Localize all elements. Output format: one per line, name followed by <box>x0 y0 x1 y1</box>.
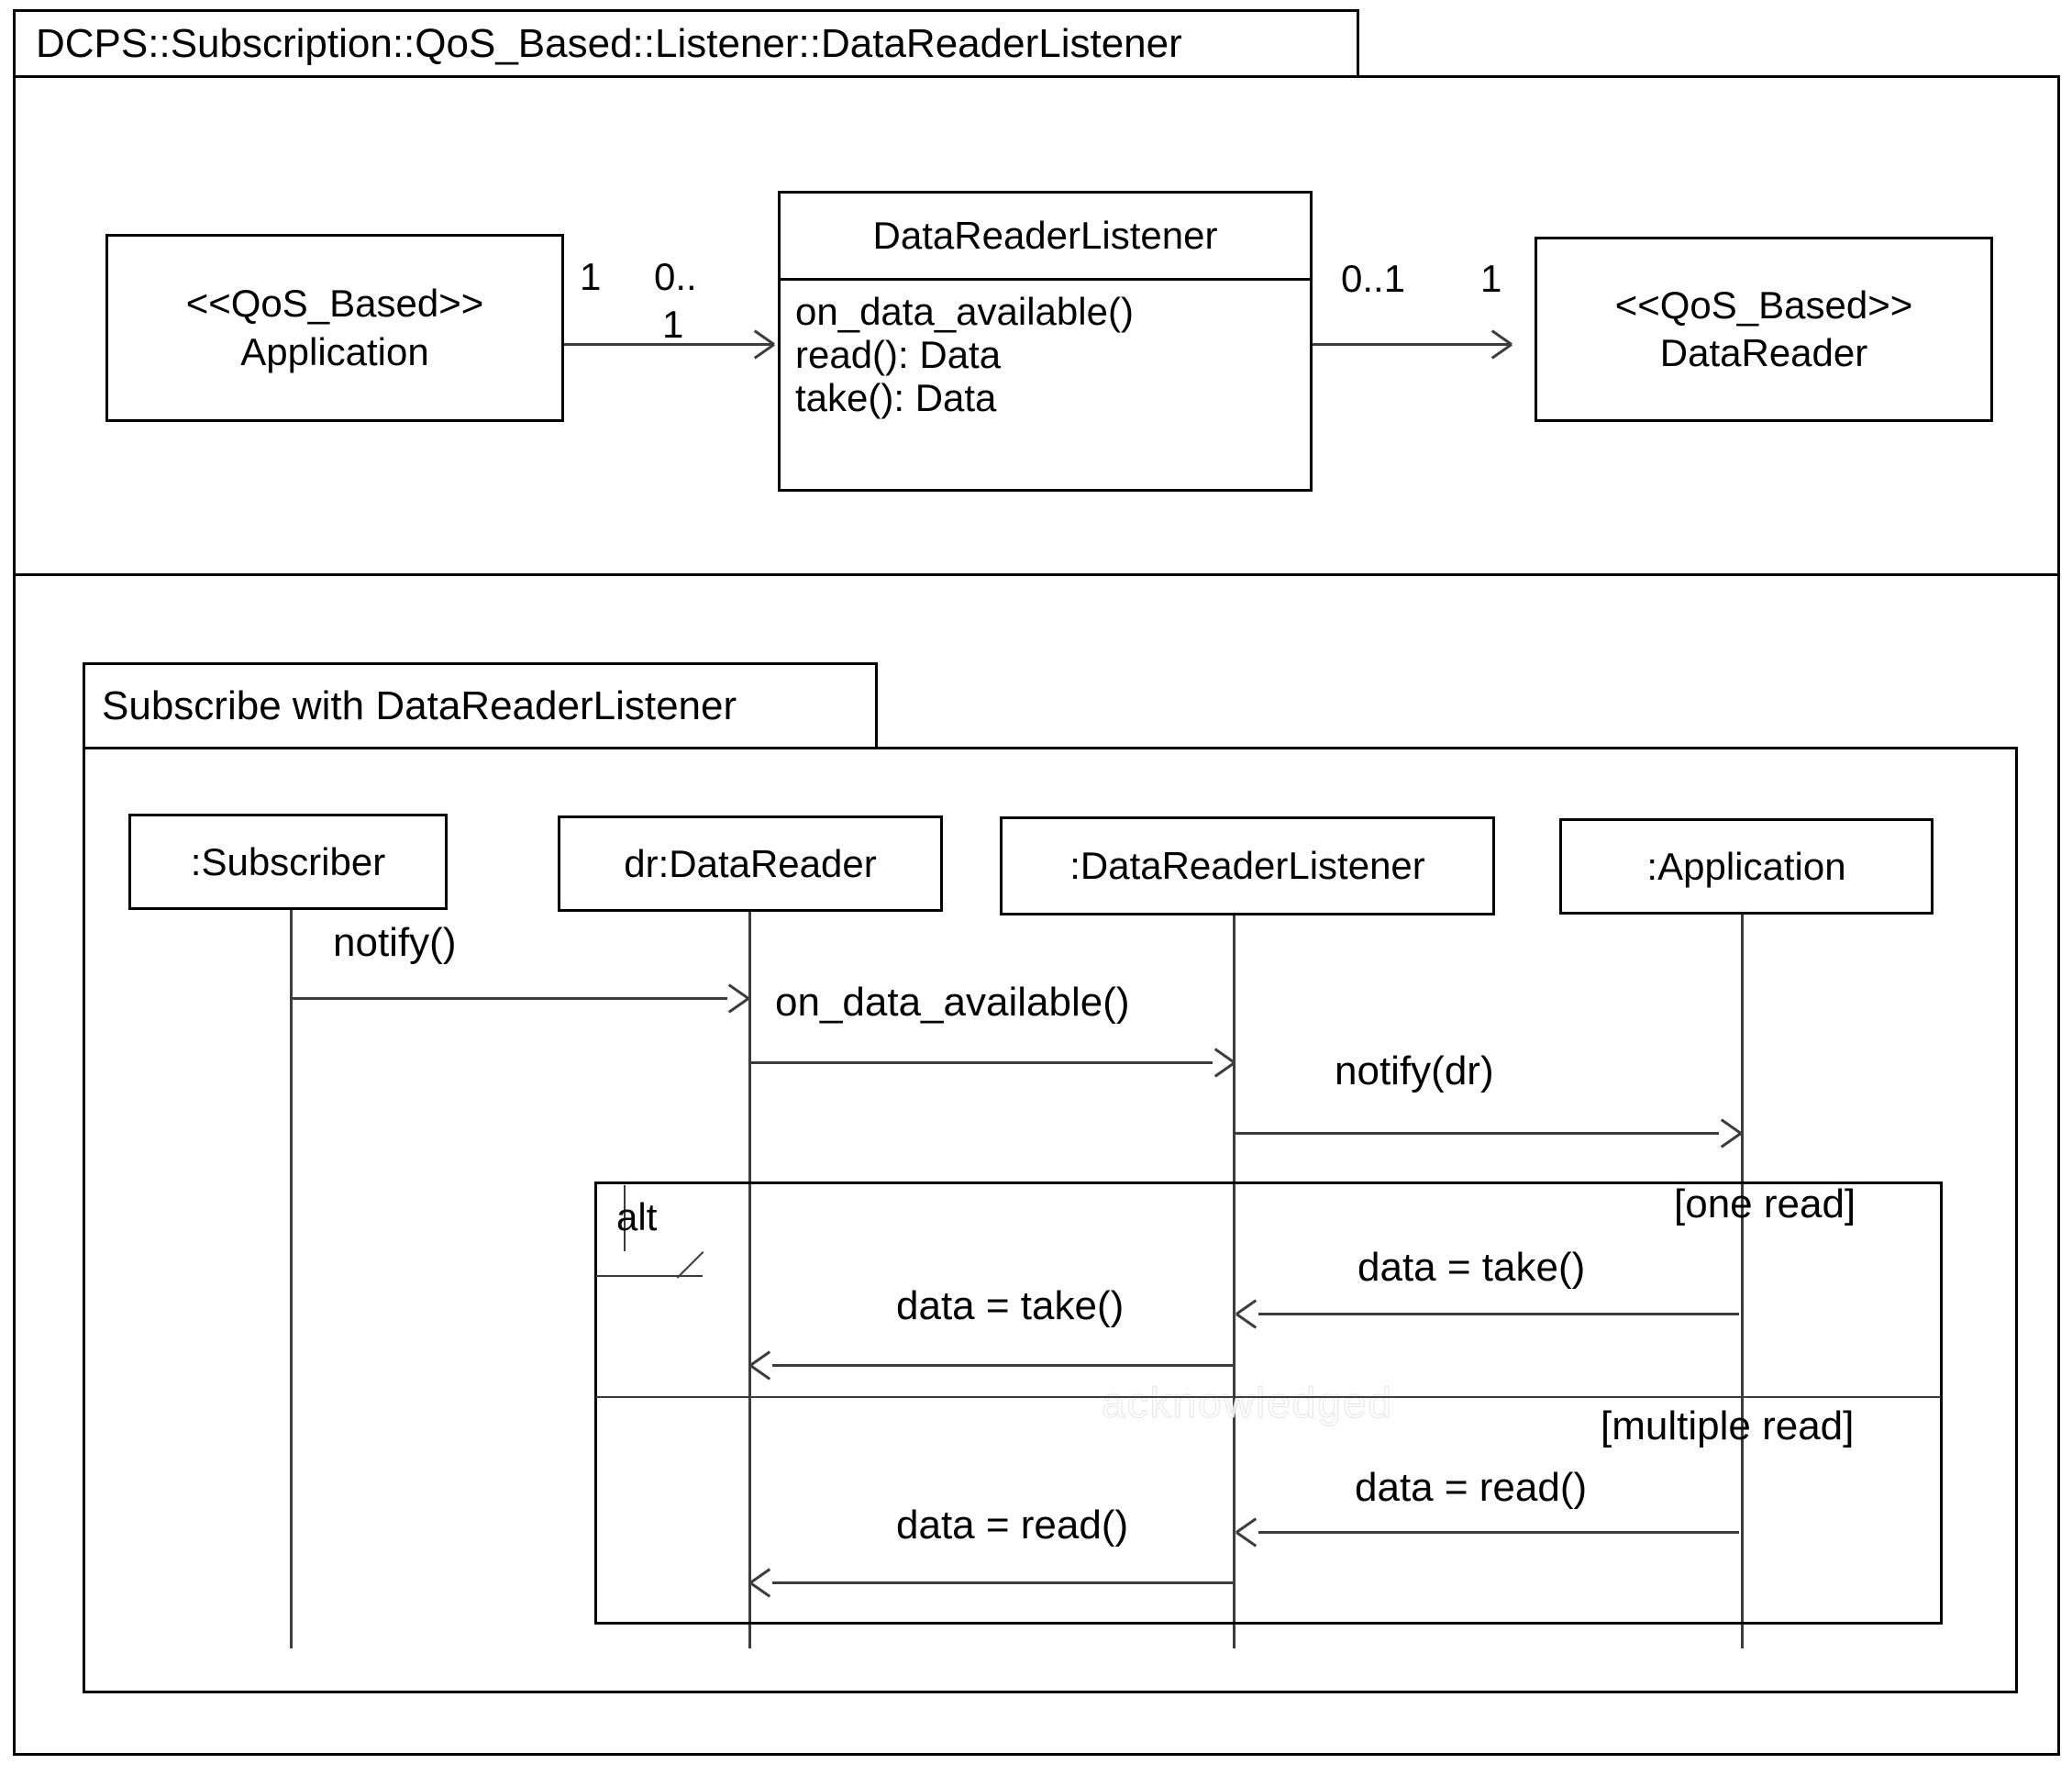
message-arrowhead-notify-dr <box>1717 1118 1742 1148</box>
message-arrowhead-read-listener-to-reader <box>749 1568 774 1598</box>
datareaderlistener-operations: on_data_available() read(): Data take():… <box>781 281 1310 489</box>
message-label-notify-dr: notify(dr) <box>1335 1048 1494 1093</box>
application-class-name: Application <box>240 329 429 373</box>
operation-read: read(): Data <box>795 333 1002 377</box>
class-box-datareader[interactable]: <<QoS_Based>> DataReader <box>1535 237 1993 422</box>
association-line-listener-datareader <box>1313 343 1511 346</box>
message-arrowhead-notify <box>725 983 749 1014</box>
class-box-application[interactable]: <<QoS_Based>> Application <box>105 234 564 422</box>
package-title-tab: DCPS::Subscription::QoS_Based::Listener:… <box>13 9 1359 78</box>
lifeline-label-application: :Application <box>1646 844 1846 888</box>
lifeline-head-subscriber[interactable]: :Subscriber <box>128 814 448 910</box>
alt-combined-fragment <box>594 1181 1943 1625</box>
message-line-notify-dr <box>1235 1132 1719 1135</box>
lifeline-label-subscriber: :Subscriber <box>190 839 386 883</box>
message-line-notify <box>292 997 727 1000</box>
message-line-take-app-to-listener <box>1258 1313 1739 1315</box>
datareaderlistener-name-compartment: DataReaderListener <box>781 194 1310 281</box>
lifeline-datareader <box>748 912 751 1648</box>
lifeline-label-datareader: dr:DataReader <box>624 841 877 885</box>
association-arrowhead-listener <box>750 329 775 360</box>
message-arrowhead-take-listener-to-reader <box>749 1350 774 1381</box>
alt-tab-bottom-edge <box>596 1275 703 1277</box>
lifeline-label-datareaderlistener: :DataReaderListener <box>1069 844 1425 887</box>
datareader-stereotype: <<QoS_Based>> <box>1614 283 1913 327</box>
message-arrowhead-read-app-to-listener <box>1235 1517 1260 1548</box>
multiplicity-listener-side-bottom: 1 <box>662 303 684 346</box>
section-divider <box>16 573 2057 576</box>
multiplicity-application-side: 1 <box>580 255 602 298</box>
message-label-take-listener-to-reader: data = take() <box>896 1283 1125 1328</box>
watermark-text: acknowledged <box>1101 1379 1394 1427</box>
class-box-datareaderlistener[interactable]: DataReaderListener on_data_available() r… <box>778 191 1313 492</box>
message-label-read-app-to-listener: data = read() <box>1355 1465 1588 1510</box>
message-arrowhead-take-app-to-listener <box>1235 1299 1260 1329</box>
message-line-read-listener-to-reader <box>772 1581 1233 1584</box>
lifeline-head-datareader[interactable]: dr:DataReader <box>558 815 943 912</box>
alt-guard-one-read: [one read] <box>1674 1181 1856 1226</box>
multiplicity-listener-right-side: 0..1 <box>1341 257 1406 300</box>
datareaderlistener-class-name: DataReaderListener <box>872 214 1218 257</box>
multiplicity-listener-side-top: 0.. <box>654 255 697 298</box>
lifeline-application <box>1741 915 1744 1648</box>
lifeline-head-datareaderlistener[interactable]: :DataReaderListener <box>1000 816 1495 915</box>
lifeline-subscriber <box>290 910 293 1648</box>
message-line-read-app-to-listener <box>1258 1531 1739 1534</box>
association-line-application-listener <box>564 343 773 346</box>
sequence-frame-label: Subscribe with DataReaderListener <box>102 682 737 728</box>
lifeline-datareaderlistener <box>1233 915 1235 1648</box>
message-label-read-listener-to-reader: data = read() <box>896 1503 1129 1548</box>
association-arrowhead-datareader <box>1488 329 1512 360</box>
application-stereotype: <<QoS_Based>> <box>185 282 484 325</box>
operation-on-data-available: on_data_available() <box>795 290 1134 333</box>
message-label-notify: notify() <box>333 920 457 965</box>
alt-guard-multiple-read: [multiple read] <box>1601 1403 1855 1448</box>
alt-tab-right-edge <box>624 1185 626 1251</box>
message-line-take-listener-to-reader <box>772 1364 1233 1367</box>
datareader-class-name: DataReader <box>1659 331 1868 374</box>
alt-section-separator <box>596 1396 1941 1398</box>
message-line-on-data-available <box>750 1061 1213 1064</box>
alt-operator-label: alt <box>616 1195 658 1238</box>
package-title: DCPS::Subscription::QoS_Based::Listener:… <box>36 20 1182 66</box>
operation-take: take(): Data <box>795 376 997 420</box>
sequence-frame-label-tab: Subscribe with DataReaderListener <box>83 662 878 749</box>
multiplicity-datareader-side: 1 <box>1480 257 1502 300</box>
message-label-on-data-available: on_data_available() <box>775 980 1130 1025</box>
lifeline-head-application[interactable]: :Application <box>1559 818 1933 915</box>
alt-tab-bevel-edge <box>676 1251 730 1279</box>
message-label-take-app-to-listener: data = take() <box>1357 1245 1586 1290</box>
message-arrowhead-on-data-available <box>1211 1048 1235 1078</box>
